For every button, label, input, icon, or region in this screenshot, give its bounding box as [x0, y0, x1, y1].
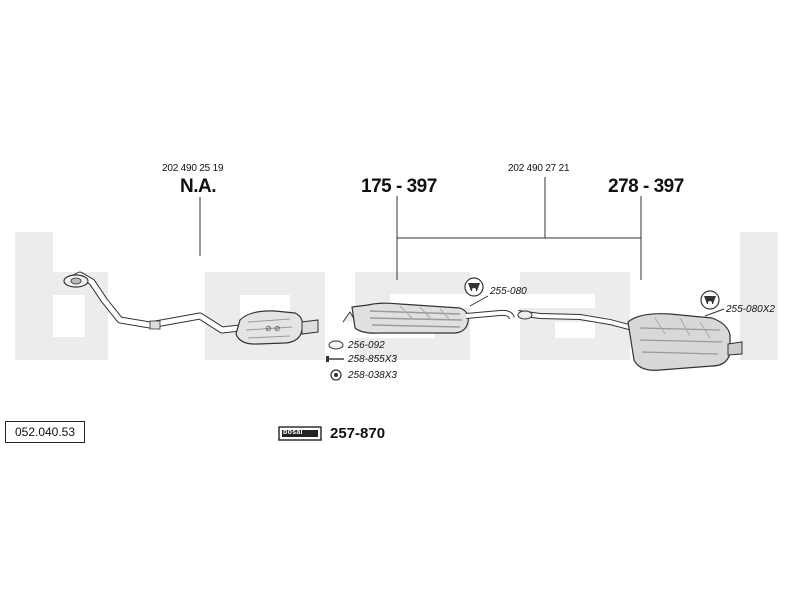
front-pipe-label: N.A.	[180, 176, 217, 197]
hanger-rear-number[interactable]: 255-080X2	[726, 304, 775, 315]
front-pipe-oe-number: 202 490 25 19	[162, 163, 224, 174]
fitting-gasket-icon[interactable]	[328, 340, 344, 350]
assembly-oe-number: 202 490 27 21	[508, 163, 570, 174]
hanger-middle-leader	[469, 295, 489, 307]
svg-text:⊘ ⊘: ⊘ ⊘	[265, 324, 281, 333]
hanger-middle-icon[interactable]	[464, 277, 484, 297]
fitting-nut-number[interactable]: 258-038X3	[348, 370, 397, 381]
rear-silencer-part[interactable]	[517, 310, 743, 371]
fitting-bolt-icon[interactable]	[326, 356, 344, 362]
middle-silencer-number[interactable]: 175 - 397	[361, 176, 437, 197]
kit-badge	[278, 426, 322, 441]
fitting-bolt-number[interactable]: 258-855X3	[348, 354, 397, 365]
front-pipe-part[interactable]: ⊘ ⊘	[63, 271, 319, 345]
hanger-middle-number[interactable]: 255-080	[490, 286, 527, 297]
hanger-rear-leader	[704, 308, 725, 317]
rear-silencer-number[interactable]: 278 - 397	[608, 176, 684, 197]
fitting-nut-icon[interactable]	[330, 369, 342, 381]
leader-lines	[199, 177, 725, 317]
middle-silencer-part[interactable]	[342, 302, 515, 334]
fitting-gasket-number[interactable]: 256-092	[348, 340, 385, 351]
kit-badge-text: bosal	[283, 429, 303, 436]
sensor-boss-icon	[149, 320, 161, 330]
diagram-code: 052.040.53	[5, 421, 85, 443]
hanger-rear-icon[interactable]	[700, 290, 720, 310]
kit-number[interactable]: 257-870	[330, 425, 386, 442]
